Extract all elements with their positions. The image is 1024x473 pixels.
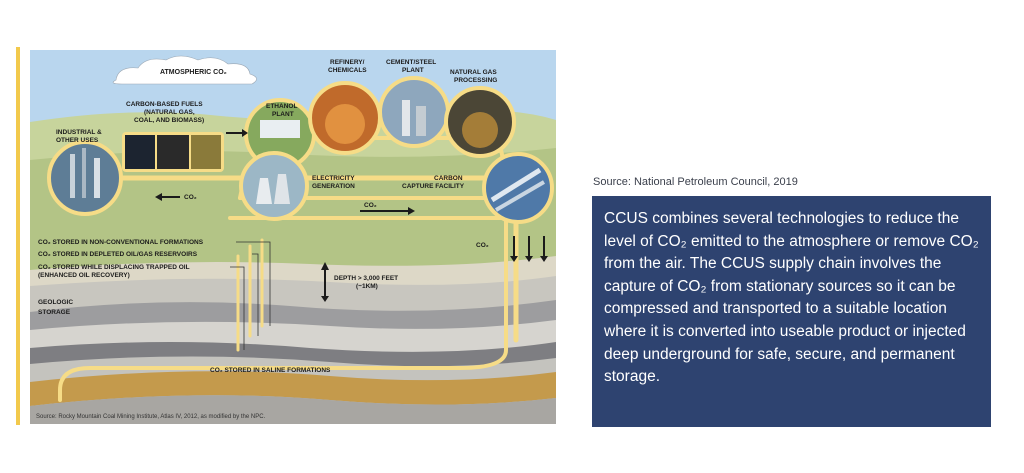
cement-photo xyxy=(378,76,450,148)
bottom-layer xyxy=(30,395,556,424)
saline-layer xyxy=(30,371,556,406)
natgas-photo xyxy=(444,86,516,158)
refinery-photo xyxy=(308,81,382,155)
label-eor: CO₂ STORED WHILE DISPLACING TRAPPED OIL xyxy=(38,264,190,271)
cloud xyxy=(112,55,257,85)
industrial-photo xyxy=(47,140,123,216)
label-geologic: GEOLOGIC xyxy=(38,299,73,306)
label-electricity-2: GENERATION xyxy=(312,183,355,190)
label-cement-2: PLANT xyxy=(402,67,424,74)
label-industrial-2: OTHER USES xyxy=(56,137,99,144)
accent-bar xyxy=(16,47,20,425)
label-natgas: NATURAL GAS xyxy=(450,69,497,76)
label-capture: CARBON xyxy=(434,175,463,182)
label-refinery: REFINERY/ xyxy=(330,59,365,66)
label-ethanol-2: PLANT xyxy=(272,111,294,118)
label-capture-2: CAPTURE FACILITY xyxy=(402,183,465,190)
label-saline: CO₂ STORED IN SALINE FORMATIONS xyxy=(210,367,331,374)
description-text: CCUS combines several technologies to re… xyxy=(604,210,979,386)
description-box: CCUS combines several technologies to re… xyxy=(592,196,991,427)
label-electricity: ELECTRICITY xyxy=(312,175,355,182)
label-nonconventional: CO₂ STORED IN NON-CONVENTIONAL FORMATION… xyxy=(38,239,204,246)
ccus-diagram: ATMOSPHERIC CO₂ REFINERY/ CHEMICALS CEME… xyxy=(30,50,556,424)
label-co2-mid: CO₂ xyxy=(364,202,377,209)
label-natgas-2: PROCESSING xyxy=(454,77,497,84)
label-co2-right: CO₂ xyxy=(476,242,489,249)
label-depleted: CO₂ STORED IN DEPLETED OIL/GAS RESERVOIR… xyxy=(38,251,198,258)
label-fuels: CARBON-BASED FUELS xyxy=(126,101,203,108)
arrows xyxy=(155,129,548,302)
label-depth: DEPTH > 3,000 FEET xyxy=(334,275,398,282)
label-co2-left: CO₂ xyxy=(184,194,197,201)
label-geologic-2: STORAGE xyxy=(38,309,71,316)
label-ethanol: ETHANOL xyxy=(266,103,297,110)
leader-lines xyxy=(230,241,271,350)
label-atmospheric: ATMOSPHERIC CO₂ xyxy=(160,69,227,76)
label-fuels-2: (NATURAL GAS, xyxy=(144,109,195,116)
label-refinery-2: CHEMICALS xyxy=(328,67,367,74)
source-caption: Source: National Petroleum Council, 2019 xyxy=(593,176,798,188)
electricity-photo xyxy=(239,151,309,221)
figure-credit: Source: Rocky Mountain Coal Mining Insti… xyxy=(36,414,266,420)
capture-photo xyxy=(482,152,554,224)
label-industrial: INDUSTRIAL & xyxy=(56,129,102,136)
label-cement: CEMENT/STEEL xyxy=(386,59,436,66)
label-fuels-3: COAL, AND BIOMASS) xyxy=(134,117,204,124)
label-depth-2: (~1KM) xyxy=(356,283,378,290)
fuels-photo xyxy=(122,132,224,172)
label-eor-2: (ENHANCED OIL RECOVERY) xyxy=(38,272,130,279)
